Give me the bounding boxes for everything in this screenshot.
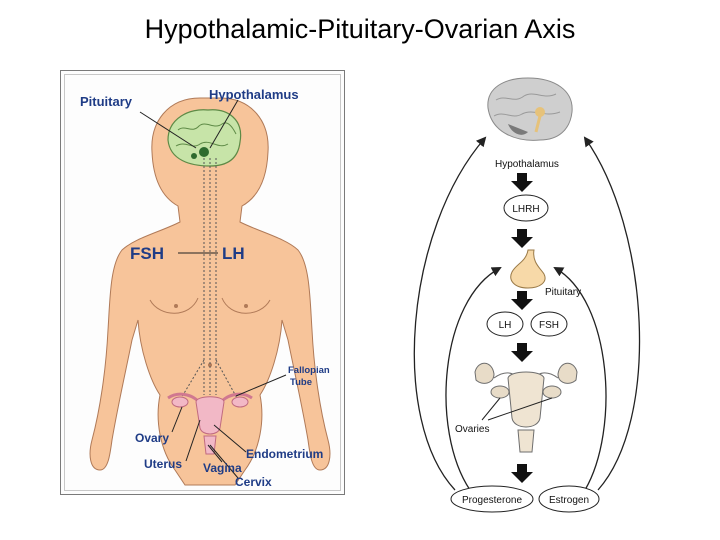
- hormone-pathway: [179, 158, 239, 401]
- progesterone-ellipse: [450, 485, 534, 513]
- flow-ovaries-label: Ovaries: [455, 424, 489, 435]
- progesterone-feedback-to-pituitary-arc: [445, 267, 502, 491]
- label-fallopian-tube-line1: Fallopian: [288, 365, 330, 376]
- slide-title: Hypothalamic-Pituitary-Ovarian Axis: [144, 14, 576, 44]
- progesterone-feedback-to-hypothalamus-arc: [413, 136, 487, 491]
- label-lh: LH: [222, 244, 245, 263]
- label-fsh: FSH: [130, 244, 164, 263]
- navel: [208, 363, 212, 367]
- label-fallopian-tube-line2: Tube: [290, 377, 312, 388]
- flow-down-arrows: [511, 173, 533, 483]
- brain-illustration: [167, 109, 242, 167]
- flow-lhrh-label: LHRH: [512, 204, 539, 215]
- down-arrow: [511, 343, 533, 362]
- label-ovary: Ovary: [135, 431, 169, 445]
- body-contour: [149, 297, 199, 314]
- estrogen-ellipse: [538, 485, 600, 513]
- flow-hypothalamus-label: Hypothalamus: [495, 159, 559, 170]
- flow-fsh-label: FSH: [539, 320, 559, 331]
- uterus-ovaries-icon: [474, 362, 578, 453]
- flow-pituitary-label: Pituitary: [545, 287, 581, 298]
- label-uterus: Uterus: [144, 457, 182, 471]
- body-contour: [244, 304, 248, 308]
- fsh-ellipse: [530, 311, 568, 337]
- label-hypothalamus: Hypothalamus: [209, 87, 299, 102]
- lh-ellipse: [486, 311, 524, 337]
- down-arrow: [511, 173, 533, 192]
- down-arrow: [511, 464, 533, 483]
- estrogen-feedback-to-hypothalamus-arc: [583, 136, 641, 491]
- brain-icon: [487, 77, 573, 141]
- estrogen-feedback-to-pituitary-arc: [553, 267, 607, 491]
- flow-estrogen-label: Estrogen: [549, 495, 589, 506]
- flow-lh-label: LH: [499, 320, 512, 331]
- label-leader-lines: [139, 99, 287, 479]
- down-arrow: [511, 291, 533, 310]
- down-arrow: [511, 229, 533, 248]
- pituitary-gland-icon: [510, 249, 546, 289]
- lhrh-ellipse: [503, 194, 549, 222]
- flow-progesterone-label: Progesterone: [462, 495, 522, 506]
- label-endometrium: Endometrium: [246, 447, 323, 461]
- body-contour: [174, 304, 178, 308]
- feedback-arcs: [413, 136, 641, 491]
- label-pituitary: Pituitary: [80, 94, 133, 109]
- label-vagina: Vagina: [203, 461, 242, 475]
- label-cervix: Cervix: [235, 475, 272, 489]
- ovaries-leader-lines: [481, 397, 553, 421]
- body-contour: [221, 297, 271, 314]
